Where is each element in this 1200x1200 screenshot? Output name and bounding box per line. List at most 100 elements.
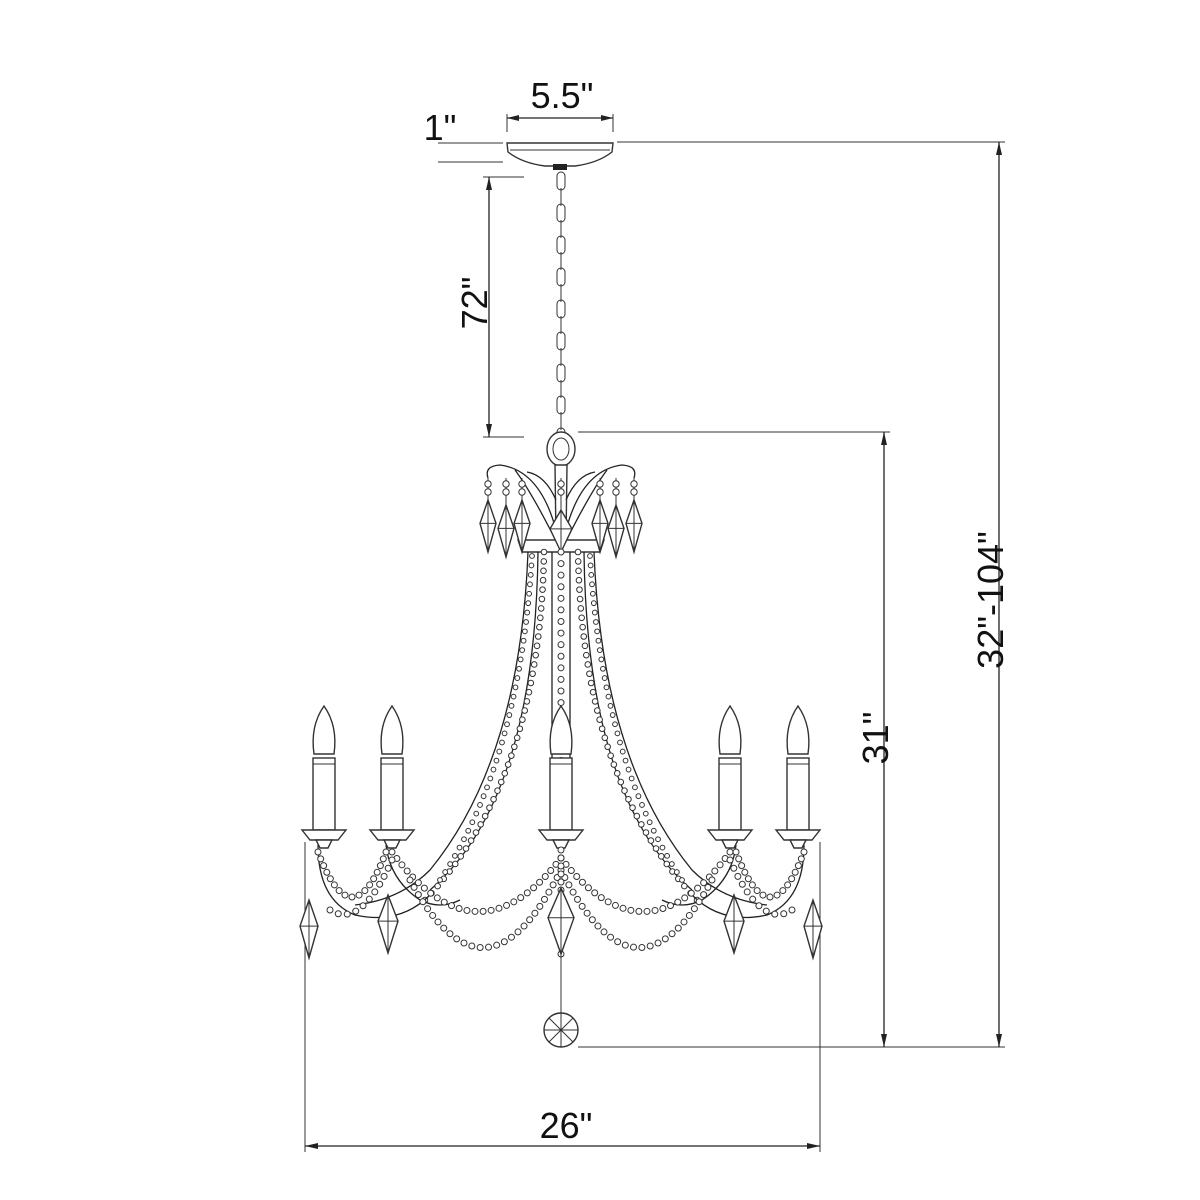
garland-bead	[517, 894, 525, 902]
overall-height-label: 32"-104"	[970, 531, 1011, 669]
strand-bead	[557, 687, 565, 695]
garland-bead	[541, 873, 549, 881]
garland-bead	[514, 928, 522, 936]
garland-bead	[429, 911, 437, 919]
garland-bead	[419, 898, 427, 906]
dimension-canopy-width	[506, 114, 614, 132]
strand-bead	[523, 698, 531, 705]
chain-link	[556, 299, 566, 319]
garland-bead	[674, 898, 682, 906]
garland-bead	[565, 881, 573, 889]
strand-bead	[613, 770, 621, 777]
garland-bead	[388, 848, 396, 856]
strand-bead	[601, 675, 608, 681]
garland-bead	[476, 943, 484, 951]
garland-bead	[479, 907, 487, 915]
strand-bead	[480, 793, 487, 800]
candle-cup	[788, 839, 808, 849]
garland-bead	[380, 872, 388, 880]
candle-bulb	[786, 704, 810, 755]
garland-bead	[557, 862, 565, 870]
garland-bead	[788, 875, 796, 883]
strand-bead	[528, 562, 535, 569]
strand-bead	[533, 642, 541, 650]
strand-bead	[557, 629, 565, 637]
garland-bead	[440, 898, 448, 906]
candle-bulb	[380, 704, 404, 755]
strand-bead	[529, 670, 536, 678]
strand-bead	[513, 734, 521, 742]
garland-bead	[471, 907, 479, 915]
crystal-pendant	[591, 497, 609, 555]
strand-bead	[497, 778, 505, 786]
garland-bead	[547, 867, 555, 875]
strand-bead	[650, 827, 657, 834]
garland-bead	[355, 891, 363, 899]
candle-bobeche	[706, 829, 754, 841]
garland-bead	[759, 891, 767, 899]
strand-bead	[588, 571, 595, 578]
strand-bead	[557, 594, 565, 602]
candle-bobeche	[300, 829, 348, 841]
strand-bead	[452, 852, 458, 859]
strand-bead	[520, 637, 527, 644]
crystal-bead	[484, 480, 492, 488]
canopy	[506, 142, 614, 170]
strand-bead	[601, 734, 609, 742]
garland-bead	[446, 930, 454, 938]
strand-bead	[610, 761, 618, 768]
garland-bead	[704, 883, 712, 891]
garland-bead	[646, 942, 654, 950]
garland-bead	[611, 901, 619, 909]
garland-bead	[352, 907, 360, 915]
garland-bead	[738, 880, 746, 888]
strand-bead	[584, 661, 592, 668]
garland-bead	[779, 887, 787, 895]
garland-bead	[460, 939, 468, 947]
bead-garlands	[314, 846, 808, 958]
crown-pendants	[479, 478, 643, 560]
strand-bead	[580, 633, 588, 640]
strand-bead	[532, 651, 539, 659]
strand-bead	[642, 810, 649, 817]
strand-bead	[681, 882, 688, 890]
garland-bead	[604, 898, 612, 906]
garland-bead	[674, 924, 682, 932]
crystal-bead	[630, 480, 638, 488]
garland-bead	[734, 872, 742, 880]
strand-bead	[523, 619, 529, 625]
garland-bead	[753, 887, 761, 895]
canopy-width-label: 5.5"	[531, 75, 594, 116]
garland-bead	[773, 891, 781, 899]
garland-bead	[726, 848, 734, 856]
strand-bead	[587, 562, 594, 569]
candle-bulb	[549, 704, 573, 755]
candle-cup	[382, 839, 402, 849]
garland-bead	[748, 881, 756, 889]
strand-bead	[501, 770, 509, 777]
strand-bead	[632, 784, 638, 791]
garland-bead	[567, 867, 575, 875]
crystal-bead	[484, 488, 492, 496]
garland-bead	[607, 933, 615, 941]
strand-bead	[557, 652, 565, 660]
garland-bead	[780, 910, 788, 918]
garland-bead	[376, 880, 384, 888]
crystal-pendant	[299, 897, 319, 961]
strand-bead	[625, 795, 632, 803]
strand-bead	[525, 600, 532, 607]
garland-bead	[643, 907, 651, 915]
garland-bead	[788, 906, 796, 914]
strand-bead	[496, 748, 503, 755]
garland-bead	[557, 846, 565, 854]
garland-bead	[536, 902, 544, 910]
garland-bead	[700, 891, 708, 899]
strand-bead	[589, 581, 595, 588]
strand-bead	[511, 743, 518, 751]
strand-bead	[508, 752, 515, 759]
garland-bead	[503, 901, 511, 909]
chain-link	[556, 235, 566, 255]
garland-bead	[510, 898, 518, 906]
garland-bead	[410, 883, 418, 891]
strand-bead	[581, 642, 589, 650]
